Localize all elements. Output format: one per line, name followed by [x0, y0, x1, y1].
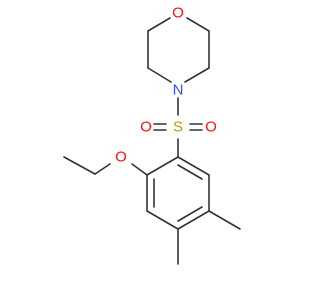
atom-bg — [204, 120, 218, 134]
atom-labels: O N S O O O — [114, 5, 218, 166]
atom-bg — [171, 83, 185, 97]
atom-label-s-sulfonyl: S — [173, 119, 183, 136]
bond-o-c-upper-left — [147, 17, 171, 32]
atom-s-sulfonyl: S — [171, 119, 185, 136]
bond-ch2-ch3-ether — [63, 156, 96, 175]
bond-c-o-upper-right — [186, 17, 210, 32]
atom-bg — [171, 6, 185, 20]
atom-label-o-sulfonyl-right: O — [205, 119, 217, 136]
bond-c-methyl-right — [208, 210, 241, 230]
bond-ring-c6-c1 — [177, 156, 210, 176]
bond-c-n-lower-left — [147, 67, 172, 83]
bond-o-ch2-ether — [94, 163, 111, 175]
bond-ring-inner-c4-c5 — [177, 206, 203, 222]
bond-ring-c1-c2 — [146, 156, 179, 176]
atom-o-ether: O — [114, 149, 128, 166]
atom-bg — [139, 120, 153, 134]
molecule-structure: O N S O O O — [63, 5, 241, 265]
atom-o-sulfonyl-right: O — [204, 119, 218, 136]
bonds — [63, 17, 241, 265]
atom-label-o-morpholine: O — [172, 5, 184, 22]
atom-n-morpholine: N — [171, 82, 185, 99]
atom-label-n-morpholine: N — [173, 82, 184, 99]
bond-c-o-ether — [131, 163, 148, 176]
atom-bg — [171, 120, 185, 134]
bond-n-c-lower-right — [184, 67, 210, 83]
atom-o-sulfonyl-left: O — [139, 119, 153, 136]
atom-bg — [114, 150, 128, 164]
bond-ring-c3-c4 — [146, 210, 179, 230]
atom-label-o-sulfonyl-left: O — [140, 119, 152, 136]
atom-label-o-ether: O — [115, 149, 127, 166]
bond-ring-c4-c5 — [177, 210, 210, 230]
bond-ring-inner-c1-c6 — [177, 164, 203, 180]
atom-o-morpholine: O — [171, 5, 185, 22]
